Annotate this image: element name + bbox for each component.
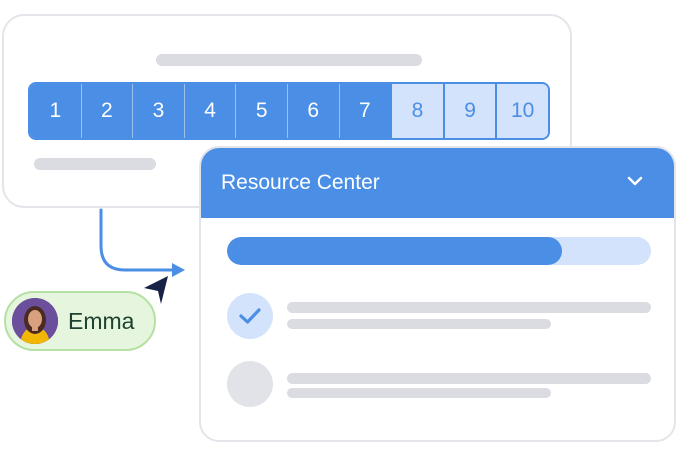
checklist-item-pending-status[interactable]	[227, 361, 273, 407]
user-name: Emma	[68, 307, 135, 334]
rating-option-10[interactable]: 10	[495, 84, 548, 138]
checklist-item-2-subtitle-placeholder	[287, 388, 551, 398]
checklist-item-1-title-placeholder	[287, 302, 651, 313]
person-icon	[12, 298, 58, 344]
rating-option-9[interactable]: 9	[442, 84, 496, 138]
resource-center-header[interactable]: Resource Center	[201, 148, 674, 218]
rating-option-4[interactable]: 4	[183, 84, 236, 138]
survey-card: 1 2 3 4 5 6 7 8 9 10	[2, 14, 572, 208]
rating-option-5[interactable]: 5	[235, 84, 287, 138]
avatar	[12, 298, 58, 344]
rating-option-3[interactable]: 3	[132, 84, 184, 138]
panel-title: Resource Center	[221, 171, 380, 194]
chevron-down-icon[interactable]	[626, 174, 644, 188]
survey-title-placeholder	[156, 54, 422, 66]
checklist-item-completed-status[interactable]	[227, 293, 273, 339]
resource-center-panel: Resource Center	[199, 146, 676, 442]
checklist-item-2-title-placeholder	[287, 373, 651, 384]
progress-fill	[227, 237, 562, 265]
rating-option-2[interactable]: 2	[80, 84, 133, 138]
rating-option-1[interactable]: 1	[30, 84, 81, 138]
rating-option-8[interactable]: 8	[390, 84, 443, 138]
check-icon	[239, 308, 261, 324]
rating-option-6[interactable]: 6	[286, 84, 339, 138]
rating-scale: 1 2 3 4 5 6 7 8 9 10	[28, 82, 550, 140]
checklist-item-1-subtitle-placeholder	[287, 319, 551, 329]
user-badge: Emma	[4, 291, 156, 351]
rating-option-7[interactable]: 7	[338, 84, 391, 138]
survey-footer-placeholder	[34, 158, 156, 170]
progress-bar	[227, 237, 651, 265]
